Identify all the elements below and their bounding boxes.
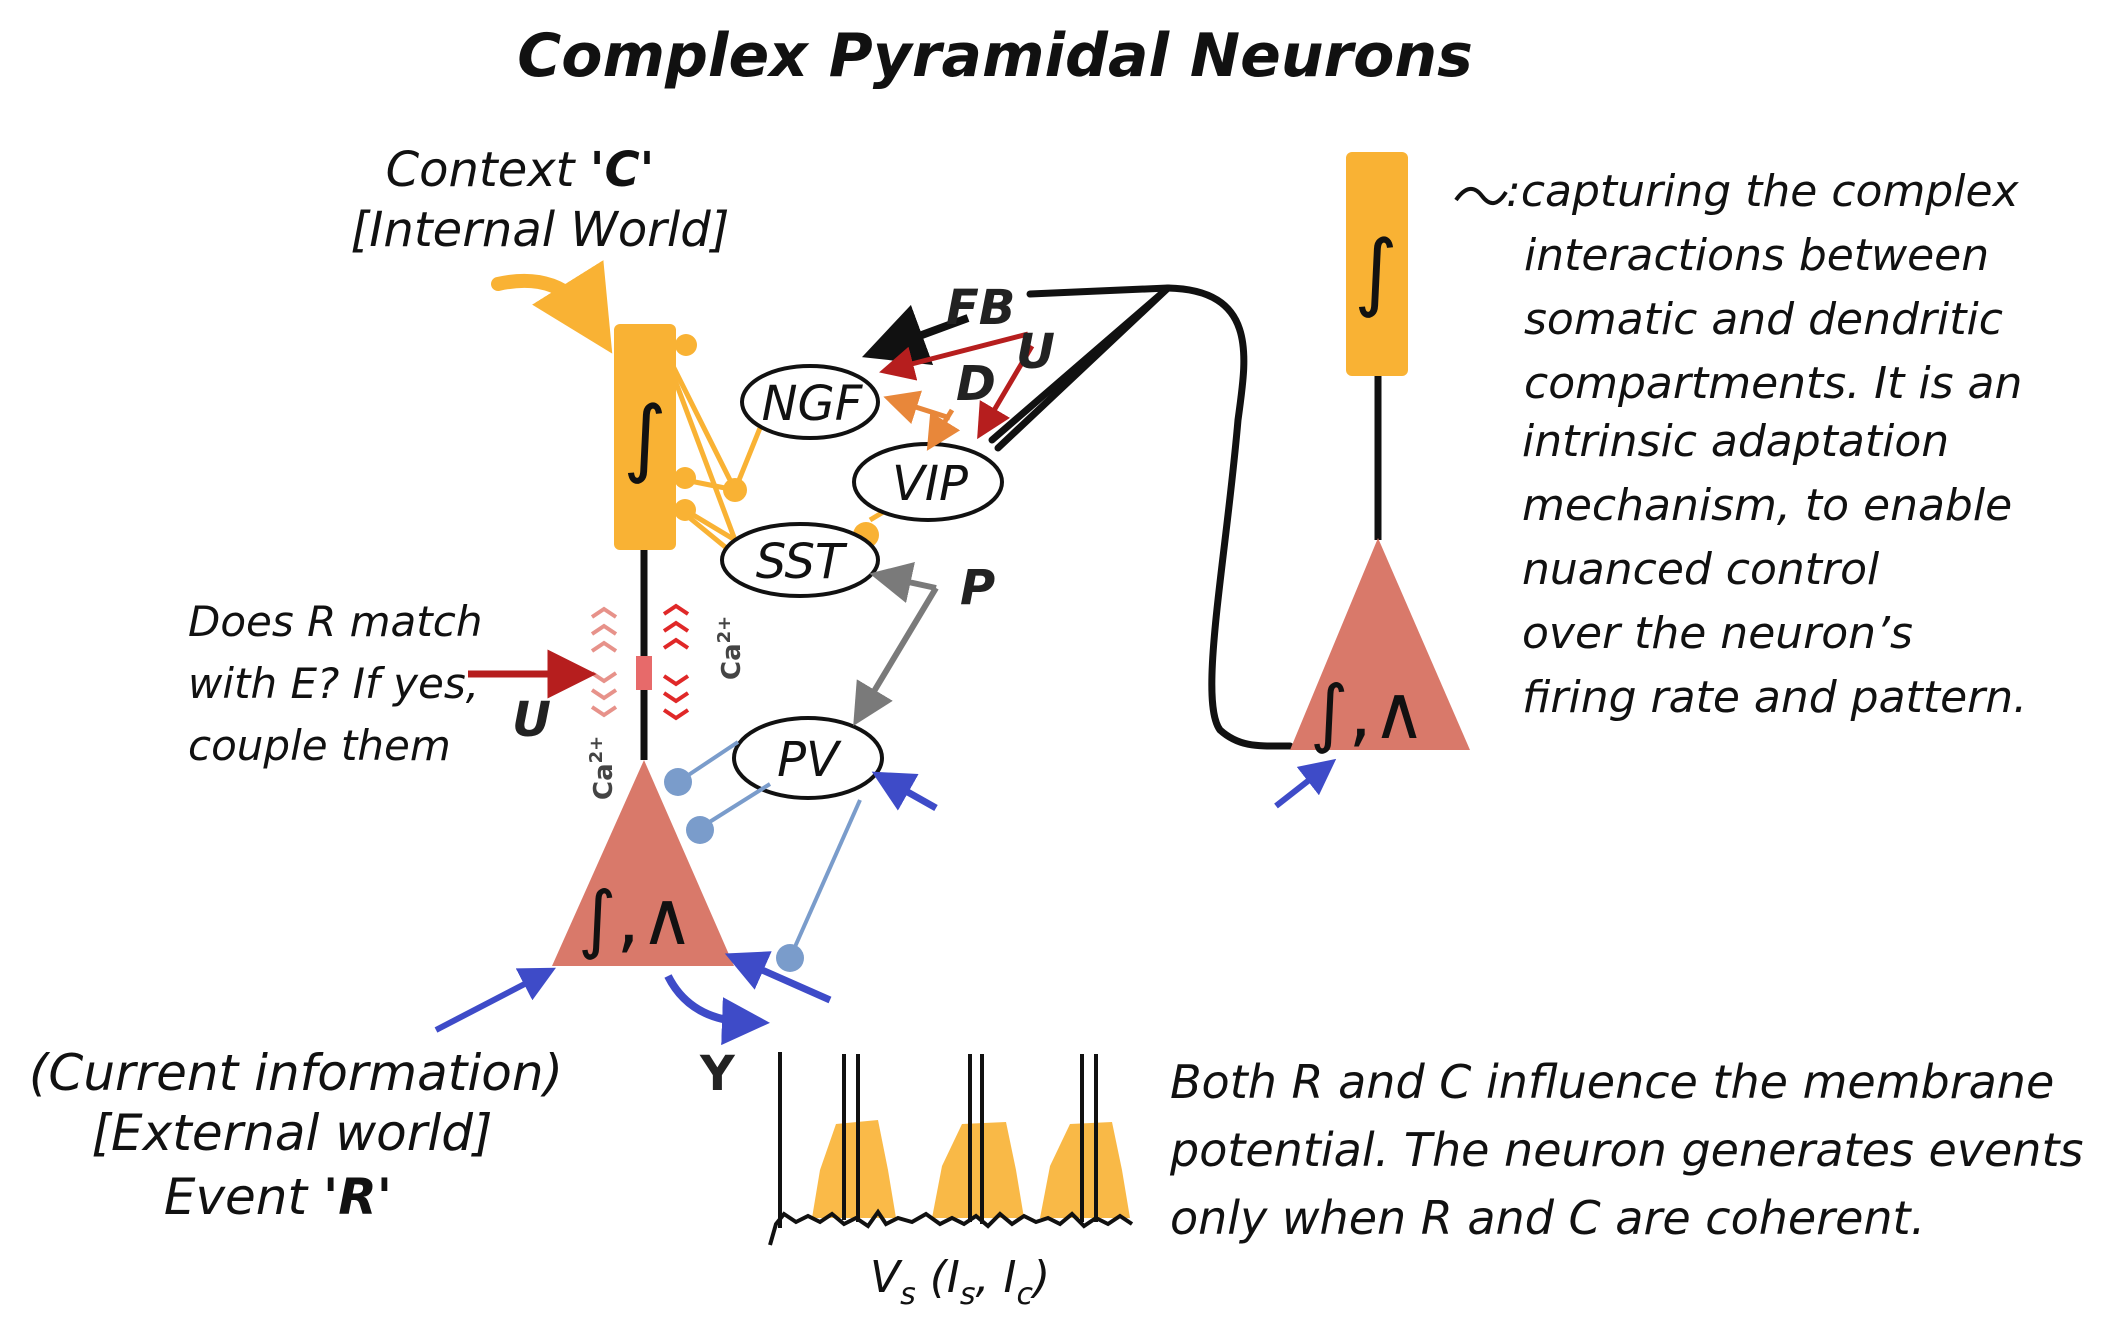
bottom-desc-line2: potential. The neuron generates events xyxy=(1169,1123,2083,1177)
pv-synapse-dots xyxy=(664,768,804,972)
right-soma xyxy=(1290,538,1470,750)
vip-interneuron: VIP xyxy=(852,442,1004,522)
u-label-left: U xyxy=(512,692,551,748)
y-label: Y xyxy=(699,1046,736,1102)
calcium-wave-left xyxy=(590,606,618,718)
p-label: P xyxy=(960,560,995,616)
diagram-title: Complex Pyramidal Neurons xyxy=(517,21,1473,91)
d-to-ngf-arrow xyxy=(883,390,951,425)
right-desc-line5: intrinsic adaptation xyxy=(1522,416,1949,467)
output-y-arrow xyxy=(664,974,770,1046)
dendrite-synapse-dots xyxy=(674,334,879,548)
calcium-plateaus xyxy=(812,1120,1130,1218)
p-to-pv-arrow xyxy=(853,586,939,727)
right-desc-line6: mechanism, to enable xyxy=(1522,480,2012,531)
right-desc-line3: somatic and dendritic xyxy=(1524,294,2003,345)
match-question-line2: with E? If yes, xyxy=(188,659,479,708)
right-dendrite-compartment xyxy=(1346,152,1408,376)
right-desc-line7: nuanced control xyxy=(1522,544,1880,595)
context-input-arrow xyxy=(491,260,613,354)
trace-label: Vs (Is, Ic) xyxy=(870,1252,1050,1312)
left-soma xyxy=(552,760,734,966)
calcium-label-right: Ca2+ xyxy=(714,616,747,680)
match-question-line3: couple them xyxy=(188,721,451,770)
event-r-label: Event 'R' xyxy=(164,1168,392,1226)
vip-label: VIP xyxy=(892,456,968,512)
right-dendrite-integral: ∫ xyxy=(1354,222,1398,320)
sst-interneuron: SST xyxy=(720,522,880,598)
feedback-pathway xyxy=(988,284,1294,750)
right-desc-line4: compartments. It is an xyxy=(1524,358,2022,409)
current-information-label: (Current information) xyxy=(29,1044,563,1102)
p-to-sst-arrow xyxy=(869,561,937,603)
d-to-vip-arrow xyxy=(926,408,961,451)
membrane-trace xyxy=(768,1208,1134,1246)
pv-interneuron: PV xyxy=(732,716,884,800)
ngf-label: NGF xyxy=(762,376,864,432)
fb-label: FB xyxy=(946,280,1015,336)
coupling-site xyxy=(636,656,652,690)
right-desc-line2: interactions between xyxy=(1524,230,1989,281)
left-dendrite-compartment xyxy=(614,324,676,550)
pv-label: PV xyxy=(777,732,842,788)
ngf-interneuron: NGF xyxy=(740,364,880,440)
right-soma-symbol: ∫,∧ xyxy=(1310,670,1426,756)
external-world-label: [External world] xyxy=(92,1104,493,1162)
u-to-ngf-arrow xyxy=(879,331,1029,381)
right-desc-line9: firing rate and pattern. xyxy=(1522,672,2027,723)
sst-label: SST xyxy=(756,534,848,590)
right-desc-line8: over the neuron’s xyxy=(1522,608,1913,659)
internal-world-label: [Internal World] xyxy=(351,202,730,258)
match-question-line1: Does R match xyxy=(188,597,482,646)
spike-lines xyxy=(778,1052,1098,1228)
bottom-desc-line3: only when R and C are coherent. xyxy=(1170,1191,1925,1245)
tilde-icon xyxy=(1454,187,1508,205)
right-desc-line1: :capturing the complex xyxy=(1506,166,2020,217)
u-to-vip-arrow xyxy=(977,344,1035,440)
fb-arrow xyxy=(861,304,970,365)
soma-side-input-arrow xyxy=(724,951,832,1004)
bottom-desc-line1: Both R and C influence the membrane xyxy=(1170,1055,2054,1109)
external-input-arrow xyxy=(434,967,556,1033)
calcium-wave-right xyxy=(662,603,690,721)
left-soma-symbol: ∫,∧ xyxy=(578,876,694,962)
u-label-top: U xyxy=(1016,324,1055,380)
right-input-arrow xyxy=(1274,758,1337,809)
d-label: D xyxy=(956,356,996,412)
left-dendrite-integral: ∫ xyxy=(623,388,667,486)
pv-input-arrow xyxy=(871,771,938,812)
calcium-label-left: Ca2+ xyxy=(586,736,619,800)
voltage-trace xyxy=(768,1052,1134,1246)
context-label: Context 'C' xyxy=(386,142,655,198)
